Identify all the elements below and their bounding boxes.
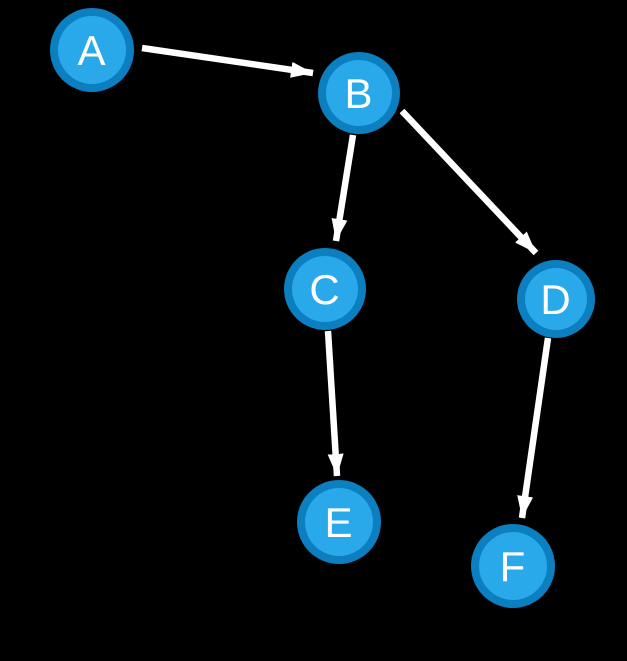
node-C[interactable]: C — [284, 248, 366, 330]
node-F[interactable]: F — [471, 524, 555, 608]
node-fill — [326, 60, 392, 126]
node-label: D — [540, 276, 571, 323]
edge-B-C — [331, 134, 357, 242]
node-fill — [292, 256, 358, 322]
node-E[interactable]: E — [297, 480, 381, 564]
node-D[interactable]: D — [517, 260, 595, 338]
node-B[interactable]: B — [318, 52, 400, 134]
node-label: A — [77, 27, 106, 74]
edge-B-D — [399, 108, 539, 256]
edges-layer — [141, 44, 552, 519]
edge-D-F — [517, 337, 552, 519]
node-fill — [305, 488, 373, 556]
node-fill — [58, 16, 126, 84]
node-label: B — [344, 70, 373, 117]
node-fill — [525, 268, 587, 330]
edge-A-B — [141, 44, 314, 78]
node-label: E — [324, 499, 353, 546]
node-label: C — [309, 266, 340, 313]
nodes-layer: A B C D E F — [50, 8, 595, 608]
node-A[interactable]: A — [50, 8, 134, 92]
node-label: F — [500, 543, 527, 590]
node-fill — [479, 532, 547, 600]
edge-C-E — [324, 330, 344, 477]
